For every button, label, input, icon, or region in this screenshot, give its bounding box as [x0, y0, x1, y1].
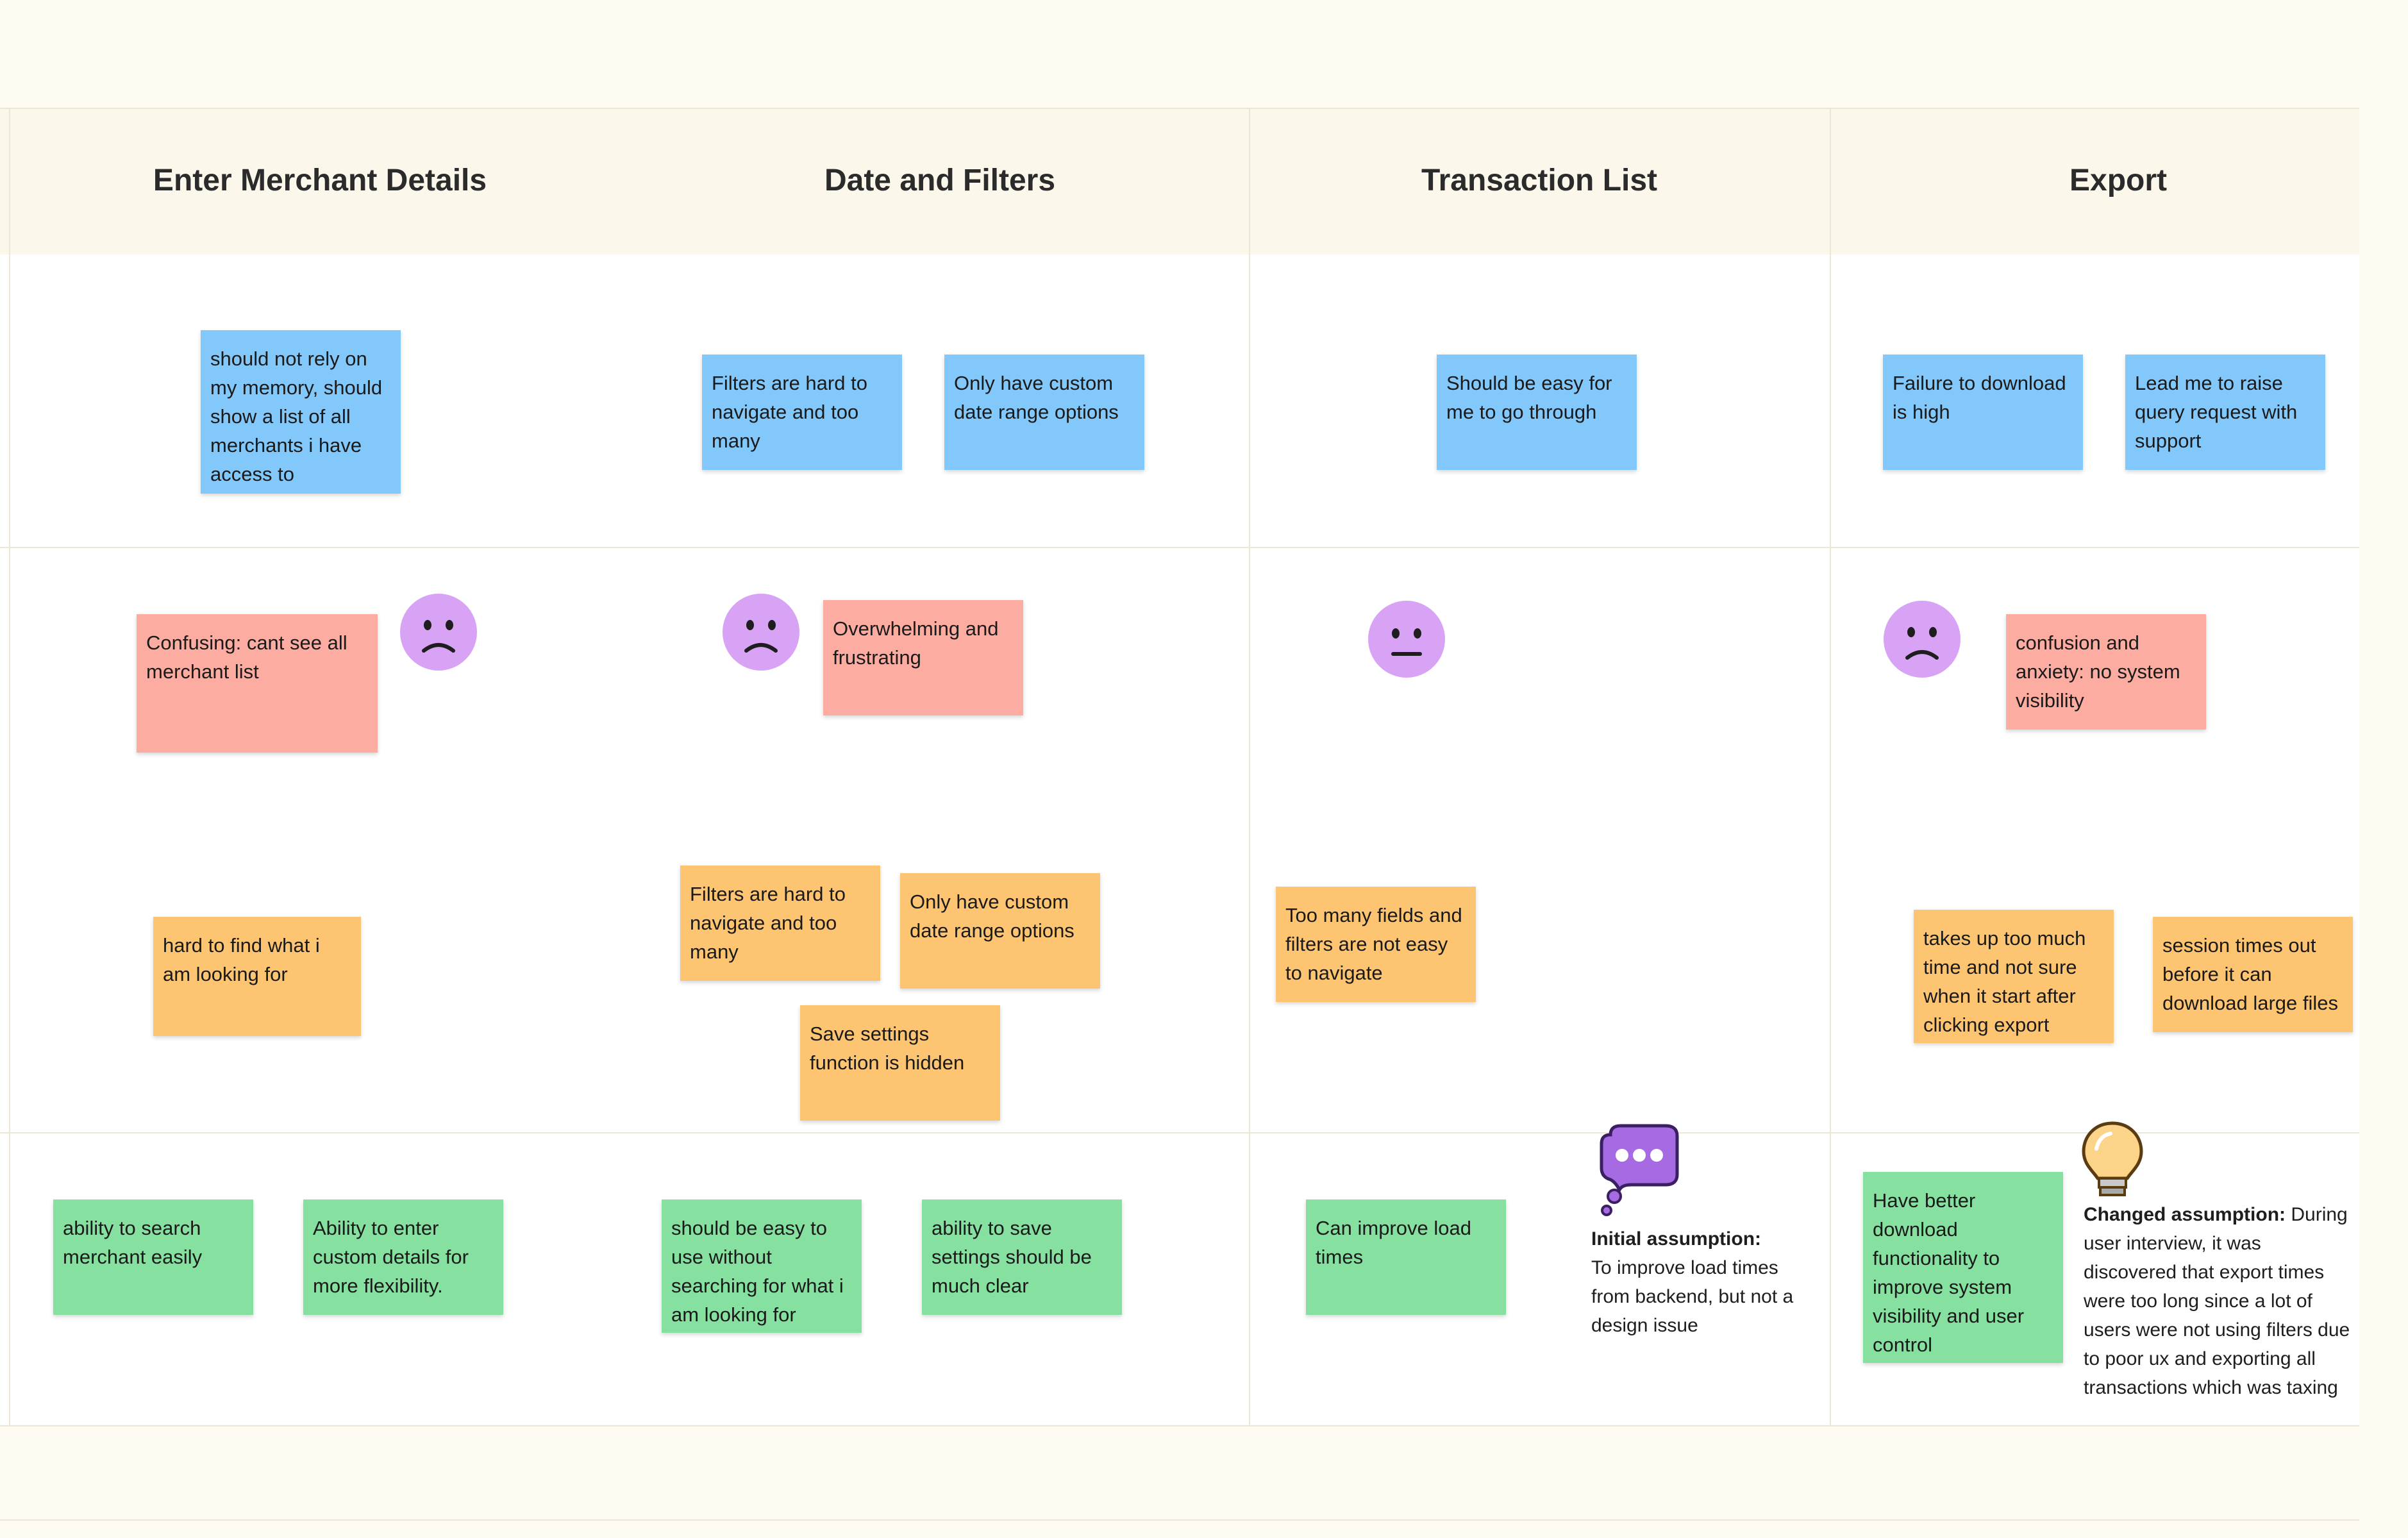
column-divider: [9, 108, 10, 1425]
sad-face-icon: [400, 594, 477, 671]
sticky-note[interactable]: session times out before it can download…: [2153, 917, 2353, 1032]
sticky-note[interactable]: Have better download functionality to im…: [1863, 1172, 2063, 1363]
column-title: Date and Filters: [824, 163, 1056, 197]
sticky-note[interactable]: takes up too much time and not sure when…: [1914, 910, 2114, 1043]
row-divider: [0, 1132, 2359, 1133]
thought-bubble-icon: [1600, 1124, 1679, 1216]
bottom-row: [0, 1425, 2359, 1521]
sticky-note[interactable]: should be easy to use without searching …: [662, 1199, 862, 1333]
light-bulb-icon: [2082, 1121, 2143, 1196]
header-row: [0, 108, 2359, 256]
neutral-face-icon: [1368, 601, 1445, 678]
sad-face-icon: [723, 594, 799, 671]
column-title: Enter Merchant Details: [153, 163, 487, 197]
sticky-note[interactable]: Only have custom date range options: [944, 355, 1144, 470]
sticky-note[interactable]: Can improve load times: [1306, 1199, 1506, 1315]
sticky-note[interactable]: hard to find what i am looking for: [153, 917, 361, 1036]
assumption-note: Changed assumption: During user intervie…: [2084, 1200, 2359, 1405]
note-label: Changed assumption:: [2084, 1204, 2286, 1225]
row-divider: [0, 547, 2359, 548]
column-divider: [1249, 108, 1250, 1425]
sticky-note[interactable]: ability to save settings should be much …: [922, 1199, 1122, 1315]
sticky-note[interactable]: Lead me to raise query request with supp…: [2125, 355, 2325, 470]
sad-face-icon: [1884, 601, 1961, 678]
sticky-note[interactable]: Save settings function is hidden: [800, 1005, 1000, 1121]
sticky-note[interactable]: Filters are hard to navigate and too man…: [702, 355, 902, 470]
sticky-note[interactable]: Overwhelming and frustrating: [823, 600, 1023, 715]
sticky-note[interactable]: Filters are hard to navigate and too man…: [680, 865, 880, 981]
note-text: During user interview, it was discovered…: [2084, 1204, 2350, 1398]
column-divider: [1830, 108, 1831, 1425]
sticky-note[interactable]: Confusing: cant see all merchant list: [137, 614, 378, 753]
sticky-note[interactable]: Should be easy for me to go through: [1437, 355, 1637, 470]
sticky-note[interactable]: should not rely on my memory, should sho…: [201, 330, 401, 494]
assumption-note: Initial assumption: To improve load time…: [1591, 1225, 1809, 1340]
column-title: Export: [2069, 163, 2167, 197]
sticky-note[interactable]: Only have custom date range options: [900, 873, 1100, 989]
sticky-note[interactable]: confusion and anxiety: no system visibil…: [2006, 614, 2206, 730]
sticky-note[interactable]: Failure to download is high: [1883, 355, 2083, 470]
note-label: Initial assumption:: [1591, 1228, 1762, 1250]
sticky-note[interactable]: ability to search merchant easily: [53, 1199, 253, 1315]
column-title: Transaction List: [1421, 163, 1658, 197]
sticky-note[interactable]: Too many fields and filters are not easy…: [1276, 887, 1476, 1002]
top-margin: [0, 0, 2359, 108]
sticky-note[interactable]: Ability to enter custom details for more…: [303, 1199, 503, 1315]
note-text: To improve load times from backend, but …: [1591, 1257, 1794, 1336]
